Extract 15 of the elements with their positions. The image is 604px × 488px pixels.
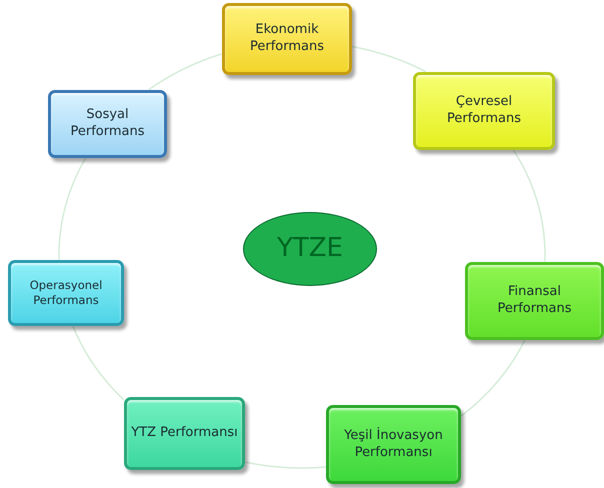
ring-line [352,46,426,72]
ring-line [58,158,86,260]
central-ellipse: YTZE [243,212,377,286]
performance-box: Yeşil İnovasyon Performansı [326,405,461,484]
performance-box: Ekonomik Performans [222,3,352,75]
ring-line [512,150,546,262]
performance-box: Operasyonel Performans [8,260,124,326]
performance-box: Finansal Performans [465,262,604,340]
performance-box: Çevresel Performans [413,72,555,150]
ring-line [460,340,526,417]
ring-line [148,53,222,90]
ring-line [246,461,326,469]
performance-box: YTZ Performansı [124,397,245,470]
ring-line [72,326,124,400]
performance-box: Sosyal Performans [48,90,167,158]
